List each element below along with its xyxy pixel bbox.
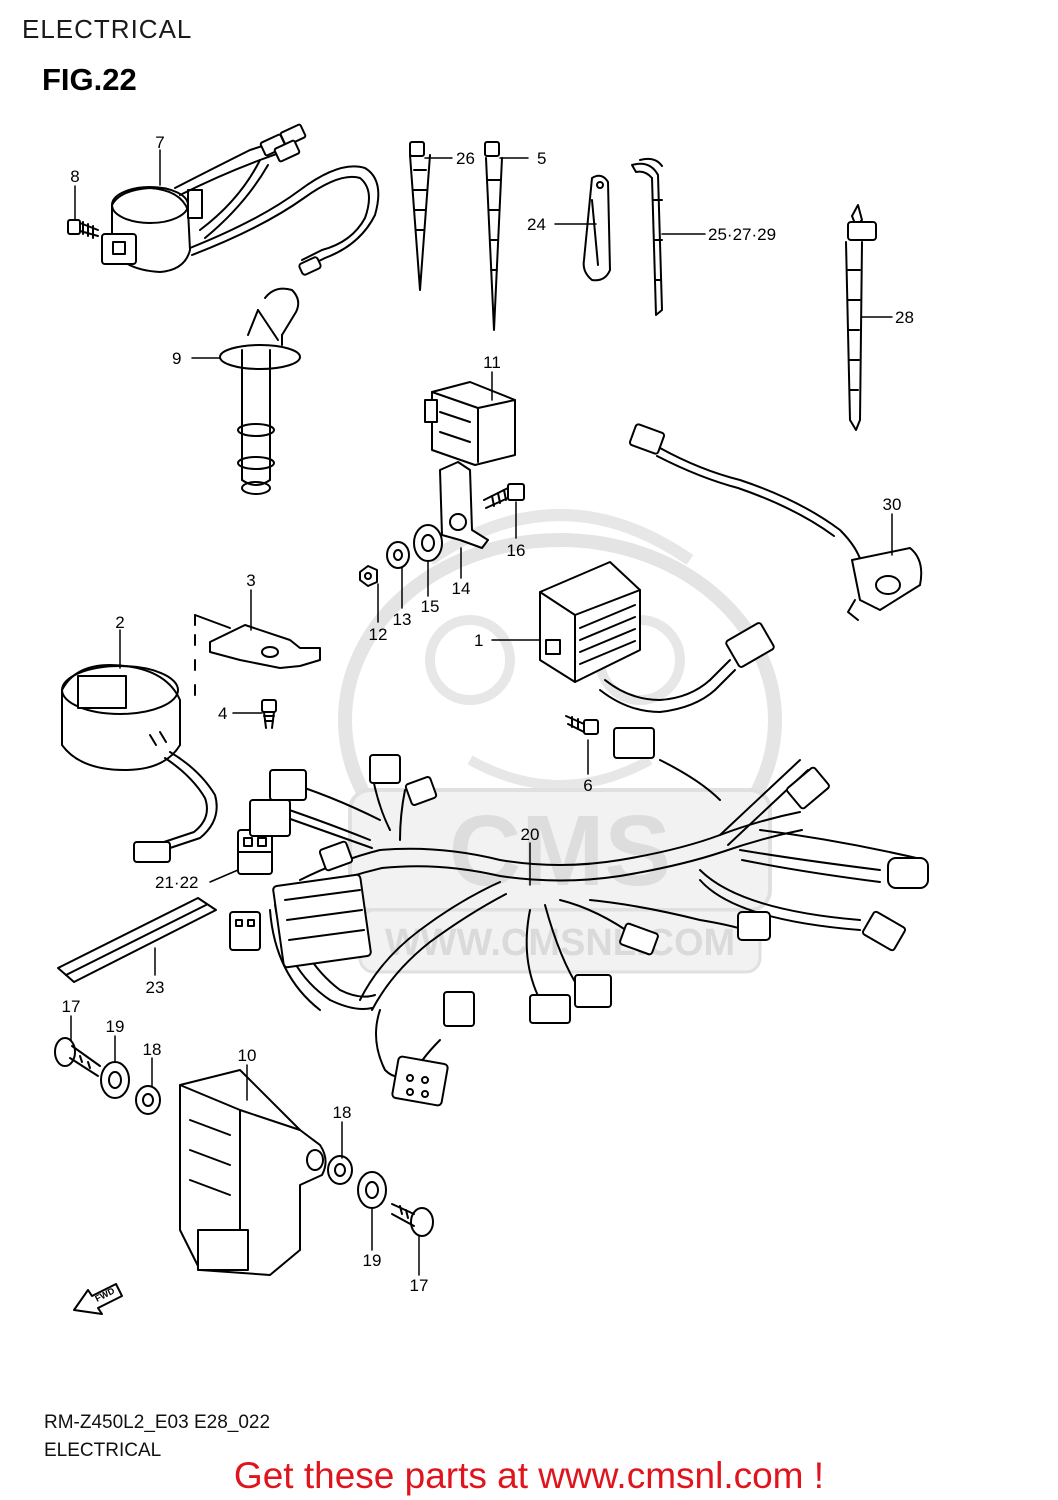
- long-tie-part-28: [845, 204, 877, 431]
- collar-part-18-right: [327, 1155, 353, 1185]
- relay-part-2: [61, 664, 218, 863]
- clamp-part-24: [582, 174, 611, 282]
- washer-part-13: [386, 541, 410, 569]
- callout-21-22: 21·22: [155, 873, 198, 892]
- callout-10: 10: [238, 1046, 257, 1065]
- leader-lines: [70, 149, 893, 1276]
- footer-section-title: ELECTRICAL: [44, 1440, 162, 1461]
- tape-part-23: [57, 897, 217, 983]
- callout-12: 12: [369, 625, 388, 644]
- callout-23: 23: [146, 978, 165, 997]
- grommet-part-15: [413, 524, 443, 562]
- callout-18-right: 18: [333, 1103, 352, 1122]
- bolt-part-17-right: [391, 1203, 434, 1237]
- ecm-part-10: [179, 1069, 327, 1276]
- connector-part-11: [424, 381, 516, 466]
- page-title: ELECTRICAL: [22, 14, 193, 44]
- nut-part-12: [359, 565, 378, 587]
- bracket-part-3: [194, 614, 321, 696]
- callout-6: 6: [583, 776, 592, 795]
- callout-17-left: 17: [62, 997, 81, 1016]
- callout-5: 5: [537, 149, 546, 168]
- spark-plug-cap-part-9: [219, 287, 301, 495]
- grommet-part-19-right: [357, 1171, 387, 1209]
- callout-28: 28: [895, 308, 914, 327]
- callout-19-left: 19: [106, 1017, 125, 1036]
- collar-part-18-left: [135, 1085, 161, 1115]
- figure-label: FIG.22: [42, 62, 137, 97]
- callout-13: 13: [393, 610, 412, 629]
- callout-2: 2: [115, 613, 124, 632]
- callout-30: 30: [883, 495, 902, 514]
- callout-9: 9: [172, 349, 181, 368]
- ignition-coil-part-7: [101, 123, 380, 276]
- callout-3: 3: [246, 571, 255, 590]
- cable-tie-part-5: [484, 141, 503, 331]
- grommet-part-19-left: [100, 1061, 130, 1099]
- callout-8: 8: [70, 167, 79, 186]
- callout-16: 16: [507, 541, 526, 560]
- bolt-part-17-left: [54, 1037, 101, 1077]
- watermark: CMS WWW.CMSNL.COM: [338, 509, 782, 974]
- callout-19-right: 19: [363, 1251, 382, 1270]
- model-code: RM-Z450L2_E03 E28_022: [44, 1412, 271, 1433]
- callout-26: 26: [456, 149, 475, 168]
- callout-18-left: 18: [143, 1040, 162, 1059]
- callout-25-27-29: 25·27·29: [708, 225, 776, 244]
- callout-24: 24: [527, 215, 546, 234]
- bolt-part-8: [67, 219, 99, 239]
- bolt-part-6: [565, 715, 599, 735]
- callout-17-right: 17: [410, 1276, 429, 1295]
- sensor-part-30: [628, 423, 923, 621]
- wiring-harness-part-20: [249, 727, 929, 1107]
- clamp-tie-part-25-27-29: [631, 157, 663, 316]
- bolt-part-4: [261, 699, 277, 729]
- bracket-part-14: [439, 461, 489, 549]
- fwd-arrow-icon: [73, 1283, 123, 1315]
- callout-20: 20: [521, 825, 540, 844]
- regulator-rectifier-part-1: [539, 561, 775, 713]
- callout-1: 1: [474, 631, 483, 650]
- callout-14: 14: [452, 579, 471, 598]
- callout-11: 11: [483, 353, 501, 372]
- callout-7: 7: [155, 133, 164, 152]
- cable-tie-part-26: [409, 141, 431, 291]
- connector-part-21-22: [229, 829, 273, 951]
- callout-15: 15: [421, 597, 440, 616]
- bolt-part-16: [483, 483, 525, 509]
- callout-labels: 7 8 26 5 24 25·27·29 28 9 11 16 30 14 15…: [62, 133, 914, 1295]
- callout-4: 4: [218, 704, 227, 723]
- watermark-url: WWW.CMSNL.COM: [385, 922, 735, 964]
- promo-link[interactable]: Get these parts at www.cmsnl.com !: [233, 1455, 825, 1496]
